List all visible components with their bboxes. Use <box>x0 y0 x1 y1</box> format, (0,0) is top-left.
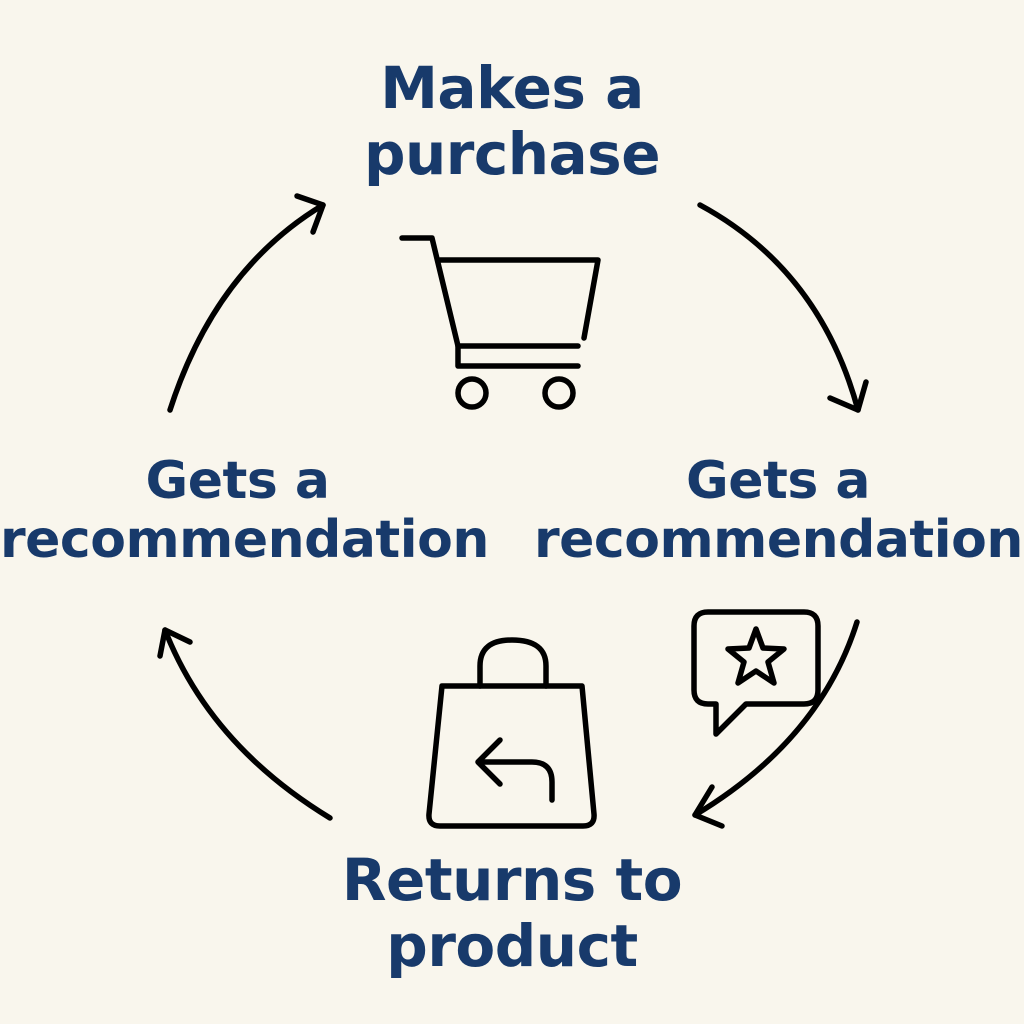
shopping-bag-return-icon <box>426 637 597 829</box>
node-top-line2: purchase <box>363 119 661 188</box>
cycle-arrow-right-to-bottom <box>692 619 860 829</box>
node-right-line1: Gets a <box>686 451 870 511</box>
node-makes-purchase: Makes a purchase <box>312 54 712 188</box>
node-left-line2: recommendation <box>0 509 489 570</box>
shopping-cart-icon <box>399 235 601 410</box>
cycle-arrow-bottom-to-left <box>157 627 333 821</box>
cycle-arrow-left-to-top <box>167 193 326 413</box>
node-left-line1: Gets a <box>145 451 330 511</box>
cycle-arrow-top-to-right <box>697 202 869 413</box>
node-bottom-line1: Returns to <box>341 846 683 914</box>
node-gets-recommendation-left: Gets a recommendation <box>0 451 489 570</box>
node-returns-to-product: Returns to product <box>312 846 712 980</box>
node-right-line2: recommendation <box>534 509 1023 570</box>
node-bottom-line2: product <box>386 911 638 980</box>
node-top-line1: Makes a <box>380 54 644 122</box>
star-chat-bubble-icon <box>691 609 821 737</box>
node-gets-recommendation-right: Gets a recommendation <box>534 451 1023 570</box>
